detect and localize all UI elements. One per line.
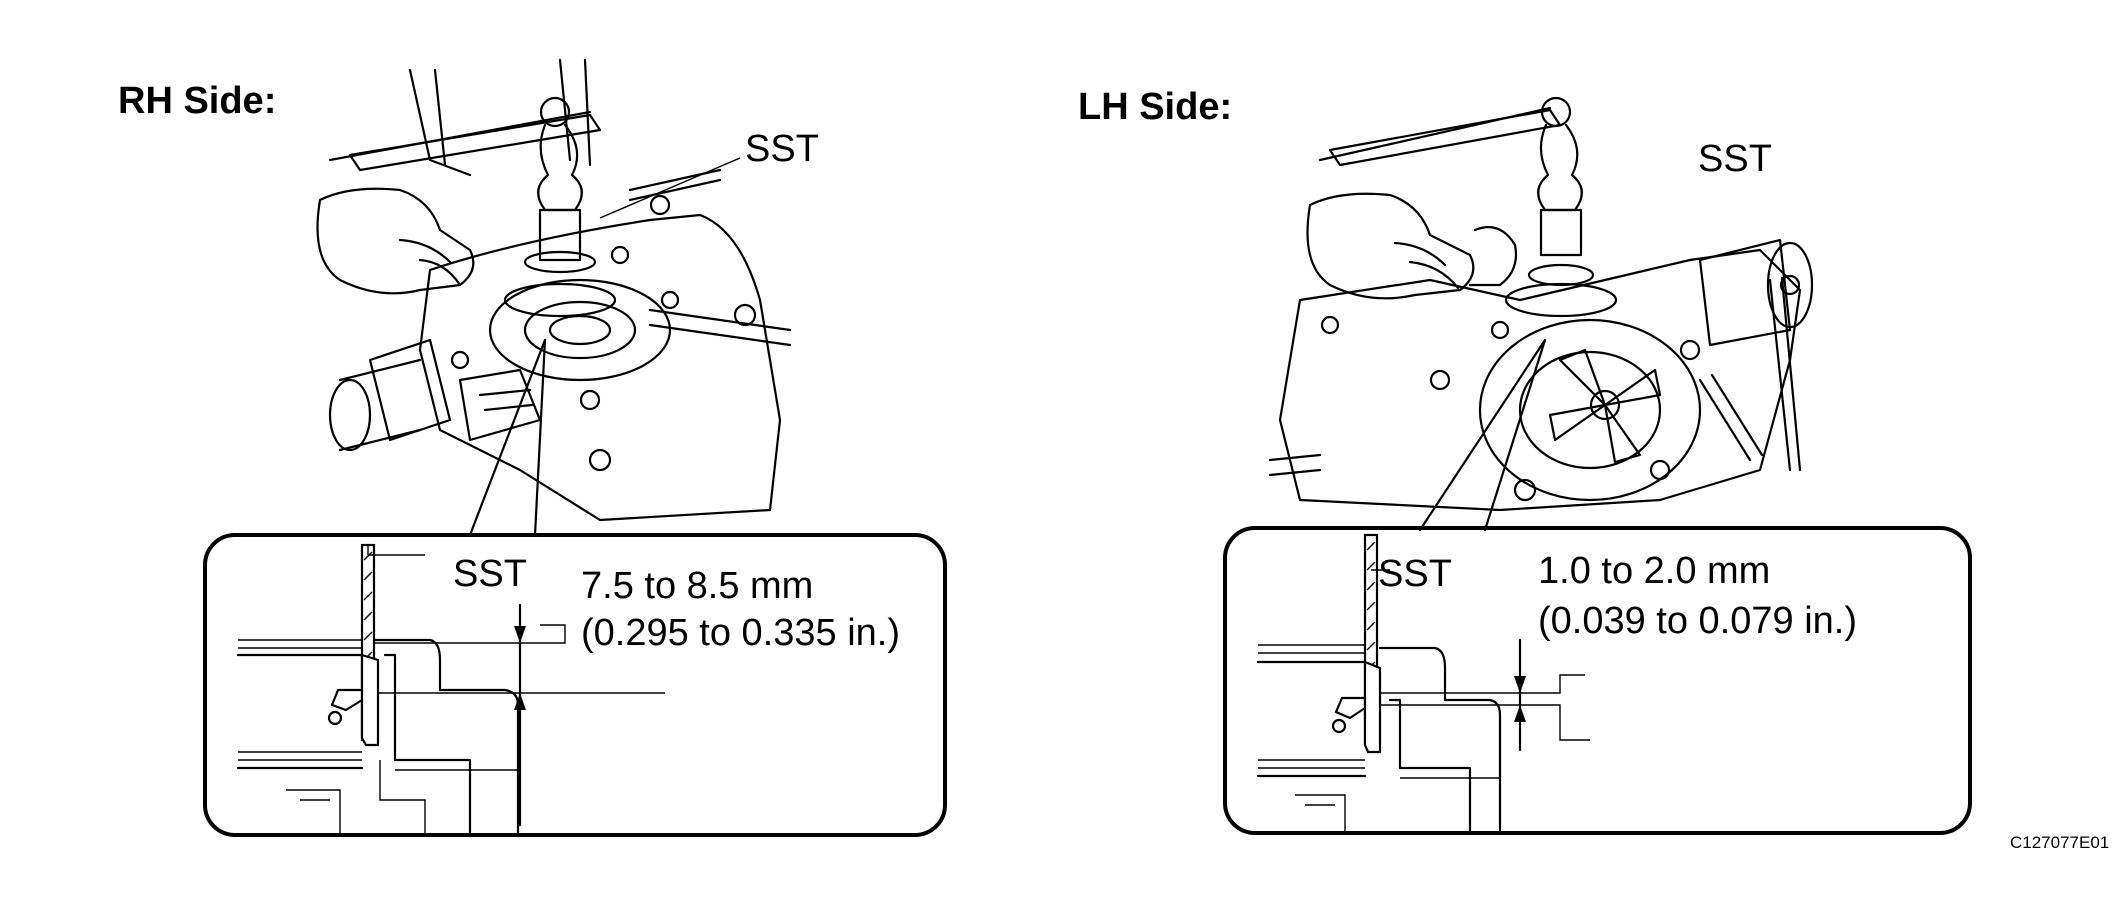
lh-hammer-handle [1328,108,1562,167]
rh-sst-ball [539,96,571,128]
rh-transfer-housing [418,213,782,522]
lh-sst-callout: SST [1698,138,1772,180]
rh-side-title: RH Side: [118,80,277,122]
rh-dimension-mm: 7.5 to 8.5 mm [581,565,814,607]
lh-transfer-housing [1278,248,1802,512]
lh-sst-ball [1540,96,1572,128]
lh-detail-frame [1223,526,1972,835]
rh-detail-frame [203,533,947,837]
lh-sst-grip [1537,123,1583,212]
rh-sst-callout: SST [745,128,819,170]
lh-dimension-in: (0.039 to 0.079 in.) [1538,600,1857,642]
lh-dimension-mm: 1.0 to 2.0 mm [1538,550,1771,592]
rh-dimension-in: (0.295 to 0.335 in.) [581,612,900,654]
lh-hand [1306,192,1475,300]
rh-detail-view [203,533,947,837]
rh-output-flange [368,338,452,442]
rh-detail-sst-callout: SST [453,553,527,595]
lh-callout-pointer [1418,338,1547,532]
rh-callout-pointer [468,338,547,537]
rh-oil-seal [360,653,380,747]
lh-side-title: LH Side: [1078,86,1233,128]
rh-hammer-handle [348,113,602,172]
lh-oil-seal [1363,660,1382,754]
lh-detail-sst-callout: SST [1378,553,1452,595]
lh-output-flange [1698,238,1792,347]
rh-hand [316,187,475,295]
lh-assembly-drawing [1268,96,1814,532]
rh-sst-leader [599,157,741,219]
figure-code: C127077E01 [2010,833,2110,852]
rh-assembly-drawing [316,58,792,537]
lh-detail-view [1223,526,1972,835]
